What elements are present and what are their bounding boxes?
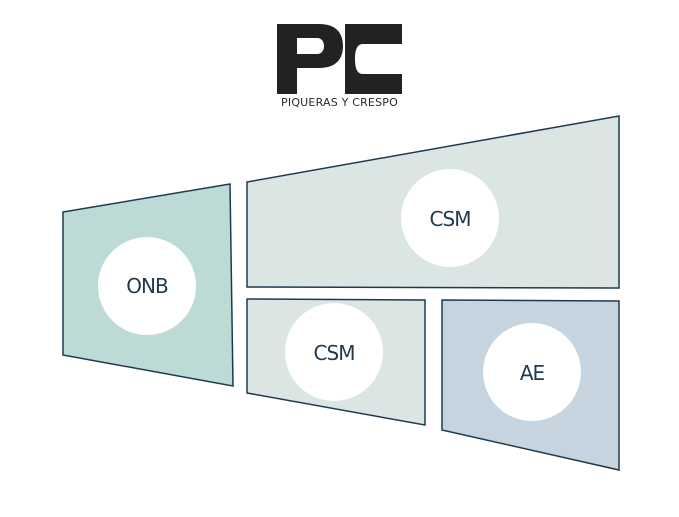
tile-csm-large-badge xyxy=(401,169,499,267)
tile-onb[interactable]: ONB xyxy=(62,183,234,387)
tile-ae-badge xyxy=(483,323,581,421)
tile-onb-badge xyxy=(98,237,196,335)
tile-csm-small-badge xyxy=(285,303,383,401)
tile-csm-small[interactable]: CSM xyxy=(246,298,426,426)
tile-ae[interactable]: AE xyxy=(441,299,620,471)
tile-csm-small-label: CSM xyxy=(314,341,355,365)
tile-ae-label: AE xyxy=(520,361,545,385)
tile-onb-label: ONB xyxy=(126,274,168,298)
brand-name: PIQUERAS Y CRESPO xyxy=(281,96,398,109)
brand-logo: PIQUERAS Y CRESPO xyxy=(262,20,417,120)
tile-csm-large[interactable]: CSM xyxy=(246,115,620,289)
pc-logo-icon xyxy=(277,24,402,94)
tile-csm-large-label: CSM xyxy=(430,207,471,231)
